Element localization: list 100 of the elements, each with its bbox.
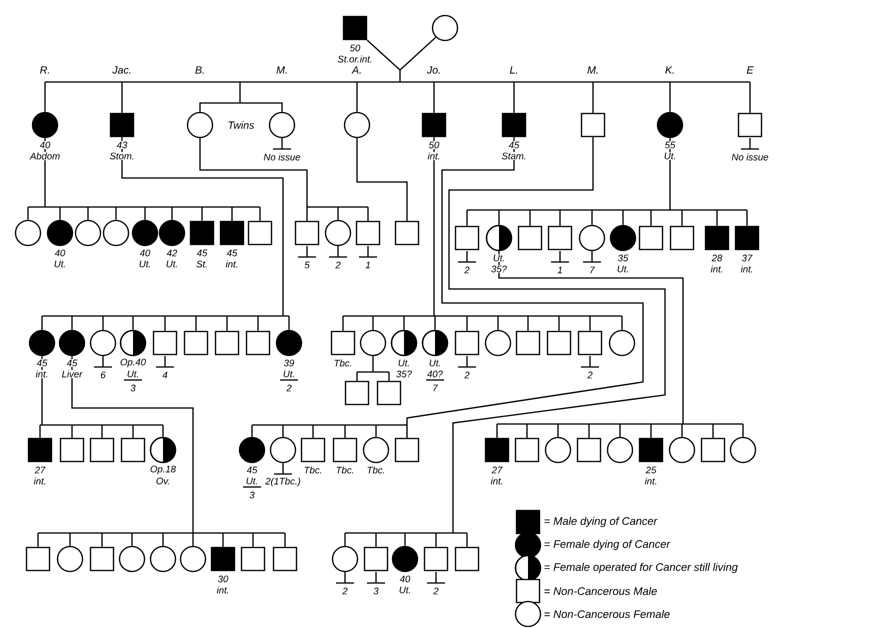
square-symbol	[356, 220, 380, 246]
person-initial: Jac.	[112, 66, 132, 74]
annotation: 40?	[426, 370, 444, 378]
circle-symbol	[360, 330, 386, 356]
annotation: 7	[432, 384, 438, 392]
circle-symbol	[730, 436, 756, 464]
annotation: int.	[35, 370, 49, 378]
square-symbol	[704, 226, 730, 250]
square-symbol	[424, 546, 448, 572]
legend-text: = Female dying of Cancer	[544, 540, 670, 550]
circle-symbol	[270, 436, 296, 464]
annotation: 2(1Tbc.)	[264, 476, 302, 488]
annotation: 28	[711, 254, 723, 262]
annotation: Abdom	[29, 152, 61, 160]
square-symbol	[332, 438, 358, 462]
annotation: 6	[100, 371, 106, 379]
annotation: 55	[664, 141, 676, 149]
person-initial: K.	[664, 66, 676, 74]
square-symbol	[300, 438, 326, 462]
annotation: int.	[216, 586, 230, 594]
annotation: 3	[372, 587, 380, 595]
annotation: 39	[283, 359, 295, 367]
legend-text: = Non-Cancerous Male	[544, 586, 657, 596]
annotation: 27	[491, 466, 503, 474]
circle-symbol	[32, 112, 58, 138]
annotation: 30	[217, 575, 229, 583]
annotation: 45	[36, 359, 48, 367]
pedigree-line	[466, 138, 748, 226]
annotation: 27	[34, 466, 46, 474]
pedigree-line	[356, 356, 390, 382]
circle-symbol	[58, 330, 86, 356]
pedigree-line	[496, 250, 744, 438]
square-symbol	[26, 546, 50, 572]
annotation: 45	[196, 249, 208, 257]
annotation: 1	[556, 266, 564, 274]
square-symbol	[638, 438, 664, 462]
pedigree-line	[344, 136, 666, 548]
annotation: 2	[342, 587, 348, 595]
circle-symbol	[486, 224, 512, 252]
square-symbol	[734, 226, 760, 250]
circle-symbol	[120, 330, 146, 356]
circle-symbol	[150, 436, 176, 464]
square-symbol	[394, 220, 420, 246]
square-symbol	[184, 330, 208, 356]
person-initial: B.	[194, 66, 206, 74]
annotation: Ut.	[126, 370, 140, 378]
square-symbol	[422, 112, 446, 138]
square-symbol	[90, 546, 114, 572]
circle-symbol	[268, 112, 296, 138]
circle-symbol	[362, 436, 390, 464]
circle-symbol	[14, 220, 42, 246]
circle-symbol	[180, 546, 206, 572]
annotation: 2	[286, 384, 292, 392]
annotation: St.	[196, 260, 208, 268]
annotation: 45	[508, 141, 520, 149]
person-initial: R.	[39, 66, 51, 74]
annotation: Ut.	[53, 260, 67, 268]
annotation: St.or.int.	[336, 54, 374, 64]
square-symbol	[110, 112, 134, 138]
square-symbol	[210, 546, 236, 572]
square-symbol	[580, 112, 606, 138]
legend-text: = Non-Cancerous Female	[544, 610, 670, 618]
annotation: Ut.	[616, 265, 630, 273]
circle-symbol	[90, 330, 116, 356]
annotation: No issue	[262, 152, 302, 162]
circle-symbol	[238, 436, 266, 464]
circle-symbol	[344, 112, 370, 138]
square-symbol	[246, 330, 270, 356]
annotation: 40	[54, 249, 66, 257]
annotation: 37	[741, 254, 753, 262]
annotation: 40	[39, 141, 51, 149]
circle-symbol	[74, 220, 102, 246]
annotation: 40	[139, 249, 151, 257]
person-initial: A.	[351, 66, 363, 74]
square-symbol	[90, 438, 114, 462]
circle-symbol	[46, 220, 74, 246]
circle-symbol	[56, 546, 84, 572]
square-symbol	[502, 112, 526, 138]
circle-symbol	[118, 546, 146, 572]
annotation: int.	[225, 260, 239, 268]
person-initial: Jo.	[426, 66, 442, 74]
annotation: 40	[399, 575, 411, 583]
person-initial: L.	[509, 66, 519, 74]
square-symbol	[578, 330, 602, 356]
circle-symbol	[544, 436, 572, 464]
square-symbol	[152, 330, 178, 356]
annotation: Tbc.	[333, 358, 353, 368]
square-symbol	[700, 438, 726, 462]
annotation: 35?	[490, 265, 508, 273]
circle-symbol	[484, 330, 512, 356]
square-symbol	[120, 438, 146, 462]
circle-symbol	[324, 220, 352, 246]
circle-symbol	[102, 220, 130, 246]
square-symbol	[638, 226, 664, 250]
pedigree-line	[356, 138, 408, 222]
annotation: int.	[490, 476, 504, 486]
square-symbol	[514, 438, 540, 462]
annotation: Ut.	[397, 359, 411, 367]
square-symbol	[394, 438, 420, 462]
person-initial: E	[746, 66, 754, 74]
